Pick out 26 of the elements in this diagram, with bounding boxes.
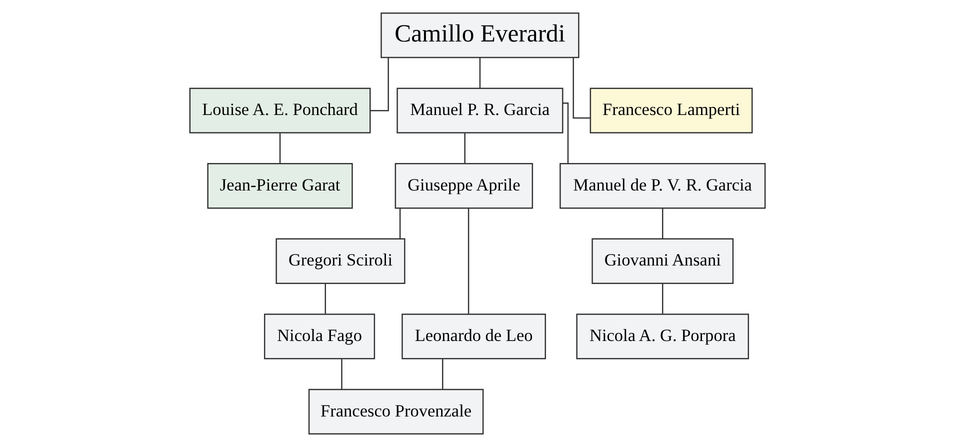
- connector: [662, 284, 663, 314]
- connector: [442, 359, 443, 390]
- node-box: Giuseppe Aprile: [394, 163, 533, 209]
- connector: [478, 58, 480, 88]
- connector: [662, 208, 663, 239]
- node-box: Francesco Provenzale: [308, 388, 484, 435]
- connector: [467, 208, 469, 314]
- node-box: Camillo Everardi: [380, 12, 579, 58]
- node-box: Francesco Lamperti: [589, 88, 752, 134]
- connector: [340, 359, 342, 390]
- node-box: Nicola A. G. Porpora: [576, 314, 749, 360]
- connector: [464, 133, 465, 164]
- connector: [324, 284, 326, 314]
- connector: [278, 133, 280, 164]
- node-box: Giovanni Ansani: [591, 238, 734, 284]
- node-box: Leonardo de Leo: [401, 314, 546, 360]
- node-box: Louise A. E. Ponchard: [188, 88, 370, 134]
- connector: [398, 208, 400, 239]
- node-box: Manuel P. R. Garcia: [396, 88, 563, 134]
- node-box: Manuel de P. V. R. Garcia: [559, 163, 766, 209]
- node-box: Gregori Sciroli: [275, 238, 405, 284]
- node-box: Nicola Fago: [263, 314, 375, 360]
- connector: [572, 58, 590, 119]
- connector: [370, 58, 388, 112]
- connector: [562, 102, 568, 164]
- node-box: Jean-Pierre Garat: [206, 163, 352, 209]
